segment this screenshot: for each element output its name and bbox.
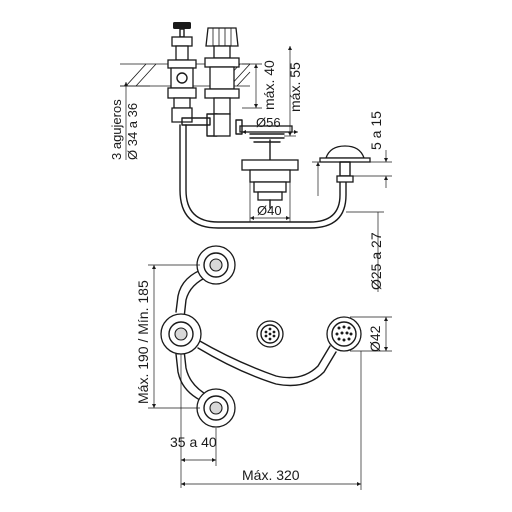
max40-label: máx. 40 [261, 60, 277, 110]
dim-max320: Máx. 320 [181, 351, 362, 490]
flex-hose-inner [185, 124, 341, 223]
max190-label: Máx. 190 / Mín. 185 [135, 280, 151, 404]
max55-label: máx. 55 [287, 62, 303, 112]
dim-d25a27: Ø25 a 27 [346, 211, 384, 292]
d56-label: Ø56 [256, 115, 281, 130]
plan-hose-lower-inner [183, 349, 210, 397]
plan-hose-upper-inner [183, 275, 210, 319]
dim-d40: Ø40 [249, 182, 291, 222]
d25a27-label: Ø25 a 27 [368, 232, 384, 290]
r5a15-label: 5 a 15 [368, 111, 384, 150]
dim-max55: máx. 55 [284, 46, 303, 137]
right-valve [204, 27, 240, 137]
r35a40-label: 35 a 40 [170, 434, 217, 450]
holes-label-line2: Ø 34 a 36 [125, 103, 140, 160]
side-elevation: 3 agujeros Ø 34 a 36 máx. 40 máx. 55 Ø56… [109, 22, 392, 292]
plan-hose-right-inner [197, 347, 337, 387]
left-valve [167, 22, 211, 126]
plan-valve-bottom [196, 388, 236, 428]
plan-spout [160, 313, 202, 355]
d42-label: Ø42 [367, 325, 383, 352]
plan-valve-top [196, 245, 236, 285]
dim-holes: 3 agujeros Ø 34 a 36 [109, 82, 150, 160]
dim-d56: Ø56 [242, 115, 298, 135]
dim-max190: Máx. 190 / Mín. 185 [135, 264, 200, 409]
plan-drain-grate [256, 320, 284, 348]
popup-knob [319, 145, 371, 183]
dim-max40: máx. 40 [242, 60, 277, 110]
plan-hose-right [197, 339, 331, 379]
dim-5a15: 5 a 15 [312, 111, 392, 196]
max320-label: Máx. 320 [242, 467, 300, 483]
plan-view: Máx. 190 / Mín. 185 Ø42 35 a 40 Máx. 320 [135, 245, 392, 490]
d40-label: Ø40 [257, 203, 282, 218]
dim-35a40: 35 a 40 [170, 354, 217, 488]
holes-label-line1: 3 agujeros [109, 99, 124, 160]
plan-popup-knob [326, 316, 362, 352]
flex-hose [179, 124, 347, 229]
drain-body [241, 139, 299, 209]
dim-d42: Ø42 [350, 316, 392, 352]
